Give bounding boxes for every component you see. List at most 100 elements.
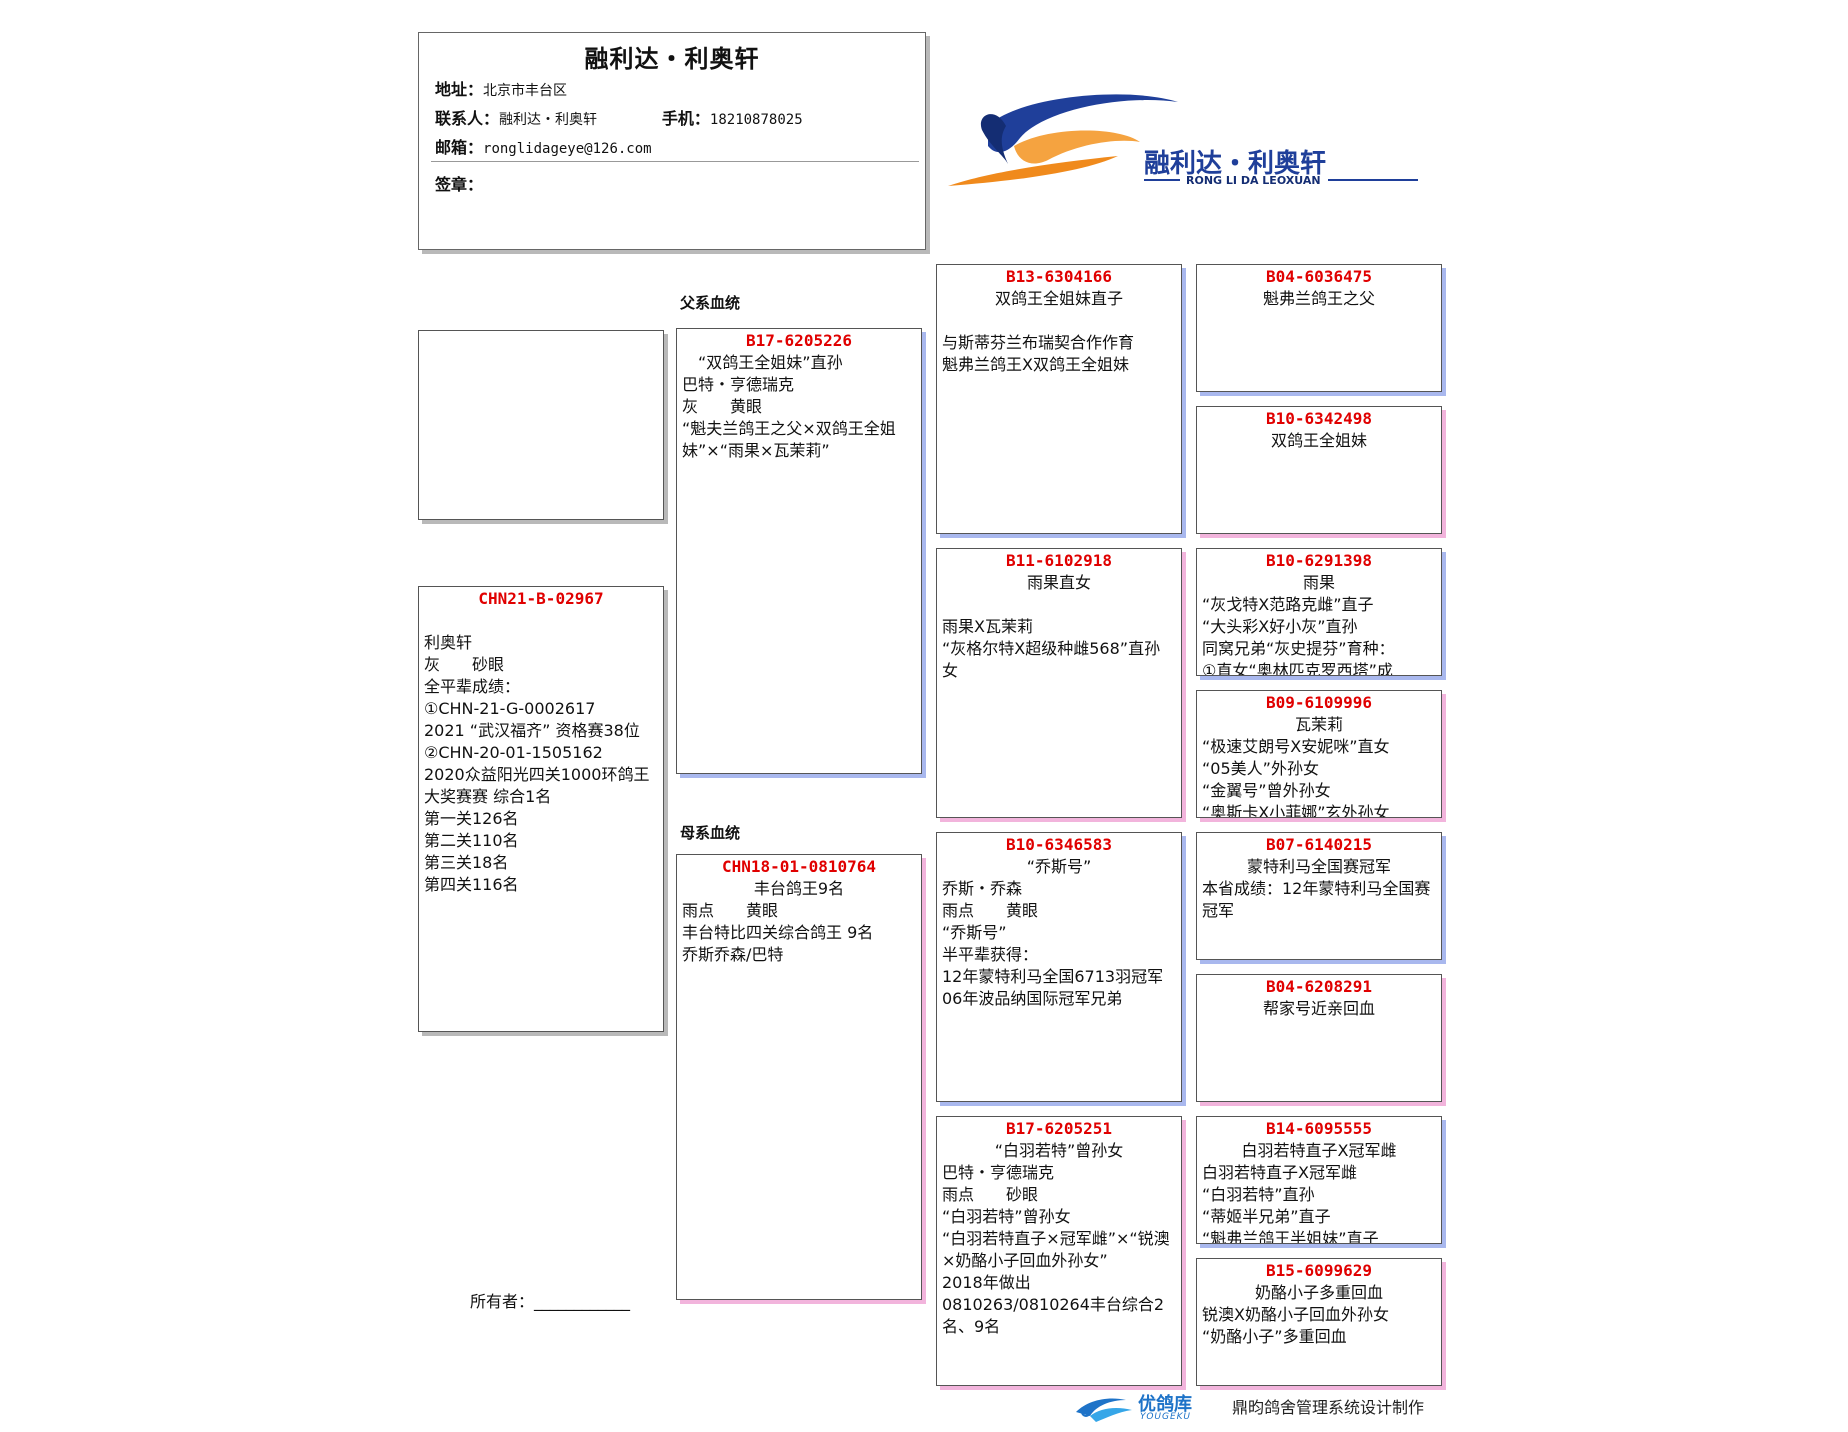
ggp-line: “05美人”外孙女 (1202, 759, 1319, 778)
contact-row: 联系人：融利达・利奥轩 手机：18210878025 (419, 105, 925, 134)
sire-line-label: 父系血统 (680, 294, 741, 312)
sire-ring: B17-6205226 (746, 331, 852, 350)
great-grandparent-card: B07-6140215 蒙特利马全国赛冠军 本省成绩：12年蒙特利马全国赛冠军 (1196, 832, 1442, 960)
brand-logo-graphic: 融利达・利奥轩 RONG LI DA LEOXUAN (948, 94, 1418, 187)
logo-name-en: RONG LI DA LEOXUAN (1186, 174, 1321, 187)
great-grandparent-card: B10-6342498 双鸽王全姐妹 (1196, 406, 1442, 534)
dam-line: 乔斯乔森/巴特 (682, 945, 784, 964)
dam-title: 丰台鸽王9名 (753, 879, 845, 898)
brand-logo: 融利达・利奥轩 RONG LI DA LEOXUAN (948, 86, 1428, 196)
breeder-info-card: 融利达・利奥轩 地址：北京市丰台区 联系人：融利达・利奥轩 手机：1821087… (418, 32, 926, 250)
ggp-line: “极速艾朗号X安妮咪”直女 (1202, 737, 1390, 756)
address-value: 北京市丰台区 (483, 83, 568, 99)
granddam-paternal-line: 雨果X瓦茉莉 (942, 617, 1033, 636)
ggp-line: “奥斯卡X小菲娜”玄外孙女 (1202, 803, 1390, 818)
phone-value: 18210878025 (709, 112, 803, 128)
sire-line: 巴特・亨德瑞克 (682, 375, 795, 394)
owner-label: 所有者：____________ (470, 1292, 631, 1311)
great-grandparent-card: B04-6036475 魁弗兰鸽王之父 (1196, 264, 1442, 392)
subject-line: 第二关110名 (424, 831, 519, 850)
subject-line: 利奥轩 (424, 633, 473, 652)
address-row: 地址：北京市丰台区 (419, 76, 925, 105)
dam-card: CHN18-01-0810764 丰台鸽王9名 雨点 黄眼 丰台特比四关综合鸽王… (676, 854, 922, 1300)
sire-line: 灰 黄眼 (682, 397, 763, 416)
ggp-line: “大头彩X好小灰”直孙 (1202, 617, 1358, 636)
ggp-line: “金翼号”曾外孙女 (1202, 781, 1331, 800)
granddam-paternal-line: “灰格尔特X超级种雌568”直孙女 (942, 639, 1161, 680)
grandsire-maternal-line: “乔斯号” (942, 923, 1007, 942)
breeder-title: 融利达・利奥轩 (584, 44, 760, 73)
subject-line: 第四关116名 (424, 875, 519, 894)
grandsire-maternal-line: 06年波品纳国际冠军兄弟 (942, 989, 1123, 1008)
ggp-ring: B10-6342498 (1266, 409, 1372, 428)
ggp-line: 锐澳X奶酪小子回血外孙女 (1202, 1305, 1389, 1324)
footer-brand-en: YOUGEKU (1140, 1412, 1192, 1422)
footer-brand: 优鸽库 YOUGEKU 鼎昀鸽舍管理系统设计制作 (1074, 1392, 1454, 1432)
ggp-line: 白羽若特直子X冠军雌 (1202, 1163, 1357, 1182)
grandsire-paternal-line: 魁弗兰鸽王X双鸽王全姐妹 (942, 355, 1129, 374)
ggp-line: 同窝兄弟“灰史提芬”育种： (1202, 639, 1395, 658)
great-grandparent-card: B10-6291398 雨果 “灰戈特X范路克雌”直子 “大头彩X好小灰”直孙 … (1196, 548, 1442, 676)
grandsire-maternal-card: B10-6346583 “乔斯号” 乔斯・乔森 雨点 黄眼 “乔斯号” 半平辈获… (936, 832, 1182, 1102)
ggp-title: 帮家号近亲回血 (1262, 999, 1375, 1018)
sire-card: B17-6205226 “双鸽王全姐妹”直孙 巴特・亨德瑞克 灰 黄眼 “魁夫兰… (676, 328, 922, 774)
great-grandparent-card: B04-6208291 帮家号近亲回血 (1196, 974, 1442, 1102)
subject-pigeon-card: CHN21-B-02967 利奥轩 灰 砂眼 全平辈成绩： ①CHN-21-G-… (418, 586, 664, 1032)
subject-line: 第一关126名 (424, 809, 519, 828)
subject-line: 全平辈成绩： (424, 677, 521, 696)
grandsire-maternal-title: “乔斯号” (1026, 857, 1092, 876)
ggp-title: 雨果 (1302, 573, 1335, 592)
great-grandparent-card: B15-6099629 奶酪小子多重回血 锐澳X奶酪小子回血外孙女 “奶酪小子”… (1196, 1258, 1442, 1386)
seal-row: 签章： (419, 171, 483, 200)
dam-line: 丰台特比四关综合鸽王 9名 (682, 923, 874, 942)
subject-line: 2020众益阳光四关1000环鸽王大奖赛赛 综合1名 (424, 765, 650, 806)
grandsire-paternal-title: 双鸽王全姐妹直子 (994, 289, 1123, 308)
logo-name-cn: 融利达・利奥轩 (1144, 148, 1326, 179)
ggp-line: “蒂姬半兄弟”直子 (1202, 1207, 1331, 1226)
email-row: 邮箱：ronglidageye@126.com (419, 134, 925, 163)
ggp-line: “白羽若特”直孙 (1202, 1185, 1315, 1204)
contact-value: 融利达・利奥轩 (499, 112, 598, 128)
ggp-line: “魁弗兰鸽王半姐妹”直子 (1202, 1229, 1379, 1244)
grandsire-maternal-line: 乔斯・乔森 (942, 879, 1023, 898)
granddam-paternal-card: B11-6102918 雨果直女 雨果X瓦茉莉 “灰格尔特X超级种雌568”直孙… (936, 548, 1182, 818)
contact-label: 联系人： (435, 109, 500, 128)
grandsire-paternal-ring: B13-6304166 (1006, 267, 1112, 286)
ggp-ring: B07-6140215 (1266, 835, 1372, 854)
subject-line: ②CHN-20-01-1505162 (424, 743, 603, 762)
grandsire-maternal-line: 半平辈获得： (942, 945, 1039, 964)
ggp-ring: B14-6095555 (1266, 1119, 1372, 1138)
granddam-maternal-title: “白羽若特”曾孙女 (994, 1141, 1124, 1160)
ggp-title: 白羽若特直子X冠军雌 (1241, 1141, 1397, 1160)
subject-line: ①CHN-21-G-0002617 (424, 699, 596, 718)
granddam-maternal-line: 雨点 砂眼 (942, 1185, 1039, 1204)
granddam-maternal-ring: B17-6205251 (1006, 1119, 1112, 1138)
grandsire-maternal-line: 12年蒙特利马全国6713羽冠军 (942, 967, 1164, 986)
grandsire-paternal-card: B13-6304166 双鸽王全姐妹直子 与斯蒂芬兰布瑞契合作作育 魁弗兰鸽王X… (936, 264, 1182, 534)
ggp-title: 蒙特利马全国赛冠军 (1246, 857, 1391, 876)
granddam-maternal-line: 巴特・亨德瑞克 (942, 1163, 1055, 1182)
subject-ring: CHN21-B-02967 (478, 589, 604, 608)
ggp-line: “奶酪小子”多重回血 (1202, 1327, 1347, 1346)
email-label: 邮箱： (435, 138, 484, 157)
header-divider (431, 161, 919, 162)
ggp-title: 魁弗兰鸽王之父 (1262, 289, 1375, 308)
grandsire-paternal-line: 与斯蒂芬兰布瑞契合作作育 (942, 333, 1135, 352)
ggp-ring: B15-6099629 (1266, 1261, 1372, 1280)
subject-line: 2021 “武汉福齐” 资格赛38位 (424, 721, 640, 740)
sire-line: “魁夫兰鸽王之父×双鸽王全姐妹”×“雨果×瓦茉莉” (682, 419, 896, 460)
sire-title: “双鸽王全姐妹”直孙 (682, 353, 843, 372)
ggp-title: 双鸽王全姐妹 (1270, 431, 1367, 450)
dam-ring: CHN18-01-0810764 (721, 857, 877, 876)
footer-credit: 鼎昀鸽舍管理系统设计制作 (1232, 1398, 1425, 1417)
ggp-ring: B09-6109996 (1266, 693, 1372, 712)
footer-brand-cn: 优鸽库 (1138, 1394, 1192, 1415)
granddam-maternal-line: 2018年做出0810263/0810264丰台综合2名、9名 (942, 1273, 1165, 1336)
great-grandparent-card: B09-6109996 瓦茉莉 “极速艾朗号X安妮咪”直女 “05美人”外孙女 … (1196, 690, 1442, 818)
ggp-ring: B10-6291398 (1266, 551, 1372, 570)
ggp-title: 瓦茉莉 (1294, 715, 1343, 734)
granddam-paternal-title: 雨果直女 (1026, 573, 1091, 592)
granddam-maternal-card: B17-6205251 “白羽若特”曾孙女 巴特・亨德瑞克 雨点 砂眼 “白羽若… (936, 1116, 1182, 1386)
granddam-maternal-line: “白羽若特”曾孙女 (942, 1207, 1071, 1226)
grandsire-maternal-line: 雨点 黄眼 (942, 901, 1039, 920)
